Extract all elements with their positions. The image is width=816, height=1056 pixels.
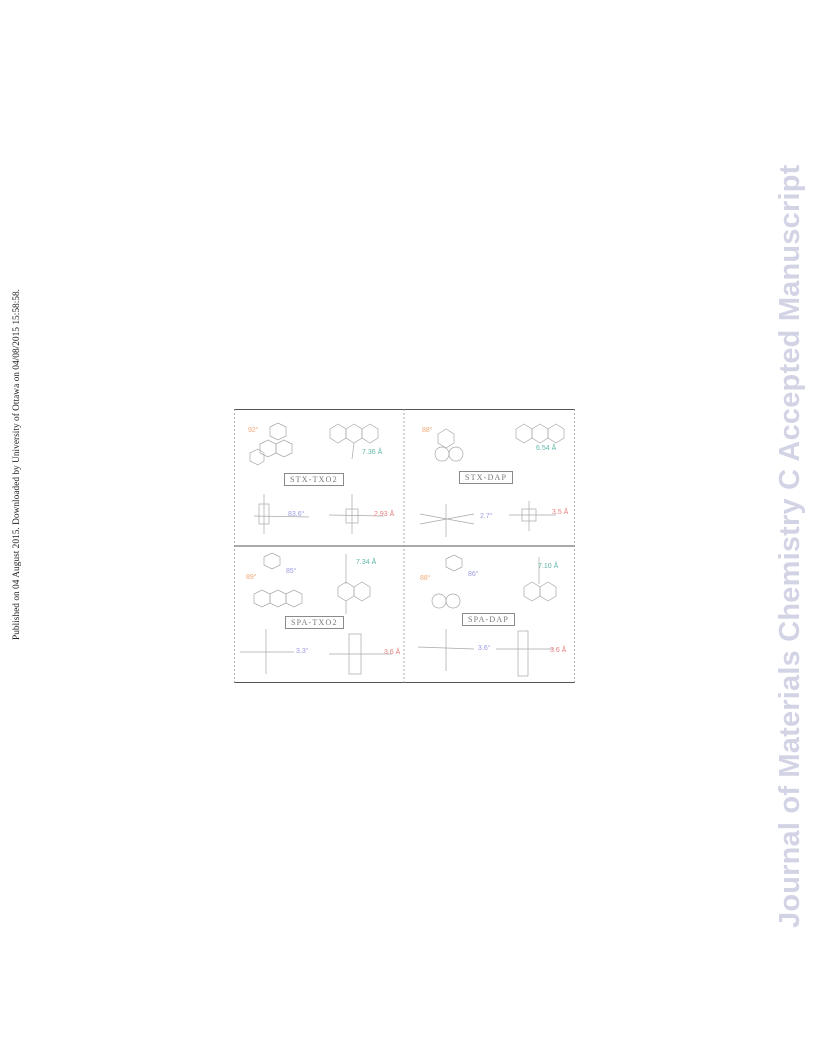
panel-4-lower-right: 3.6 Å [550, 647, 567, 654]
panel-1-molecules [249, 422, 385, 534]
panel-1-distance: 7.36 Å [362, 449, 383, 456]
panel-2-lower-left: 2.7° [480, 513, 493, 520]
panel-3-angle: 89° [246, 574, 257, 581]
panel-3-distance: 7.34 Å [356, 559, 377, 566]
panel-1-angle: 92° [248, 427, 259, 434]
panel-3-dihedral: 85° [286, 568, 297, 575]
crystal-structure-figure: STX-TXO2 STX-DAP SPA-TXO2 SPA-DAP 92° 7.… [234, 409, 575, 683]
panel-3-lower-left: 3.3° [296, 648, 309, 655]
panel-1-lower-left: 83.6° [288, 511, 305, 518]
journal-watermark: Journal of Materials Chemistry C Accepte… [774, 164, 806, 928]
publication-note: Published on 04 August 2015. Downloaded … [12, 288, 22, 640]
panel-2-distance: 6.54 Å [536, 445, 557, 452]
panel-4-distance: 7.10 Å [538, 563, 559, 570]
panel-3-lower-right: 3.6 Å [384, 649, 401, 656]
panel-2-molecules [419, 423, 565, 537]
panel-1-label: STX-TXO2 [284, 473, 344, 486]
panel-4-molecules [417, 554, 557, 677]
panel-3-molecules [240, 552, 392, 675]
panel-4-angle: 88° [420, 575, 431, 582]
panel-3-label: SPA-TXO2 [285, 616, 344, 629]
panel-4-lower-left: 3.6° [478, 645, 491, 652]
figure-frame [234, 409, 575, 683]
panel-2-lower-right: 3.5 Å [552, 509, 569, 516]
panel-1-lower-right: 2.93 Å [374, 511, 395, 518]
panel-4-label: SPA-DAP [462, 613, 516, 626]
panel-4-dihedral: 86° [468, 571, 479, 578]
panel-2-angle: 88° [422, 427, 433, 434]
panel-2-label: STX-DAP [459, 471, 514, 484]
